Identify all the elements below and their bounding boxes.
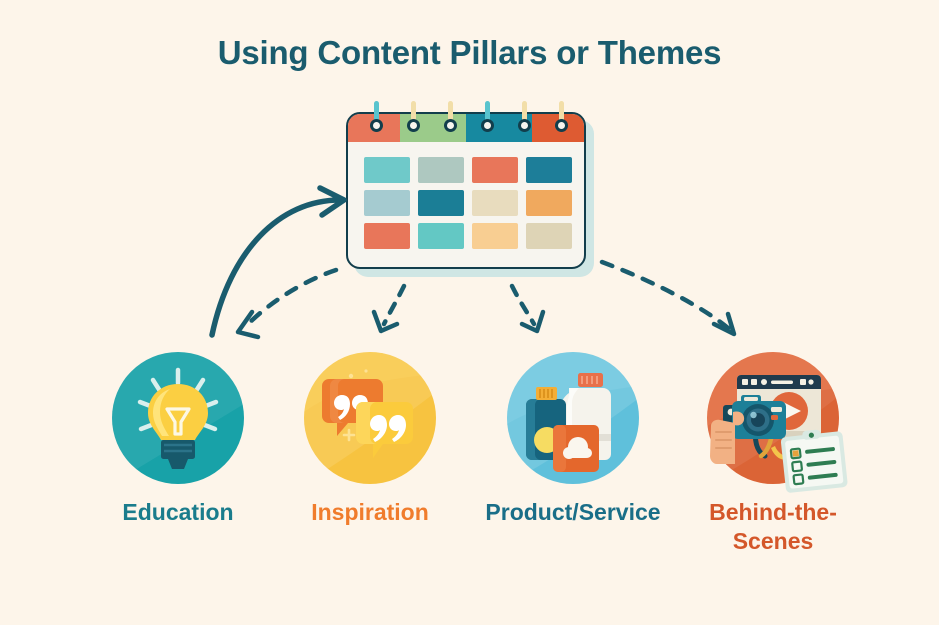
- calendar-cell[interactable]: [526, 157, 572, 183]
- dashed-arrow-to-education: [235, 267, 339, 340]
- calendar-cell[interactable]: [526, 190, 572, 216]
- calendar-cell[interactable]: [364, 190, 410, 216]
- pillar-product-service-circle[interactable]: [507, 352, 639, 484]
- calendar-ring-wire: [559, 101, 564, 125]
- pillar-inspiration-circle[interactable]: [304, 352, 436, 484]
- calendar-grid: [364, 157, 572, 249]
- calendar-cell[interactable]: [418, 190, 464, 216]
- calendar-ring-wire: [411, 101, 416, 125]
- lightbulb-icon: [112, 352, 244, 484]
- checklist-clipboard: [780, 429, 848, 493]
- calendar-ring-hole: [481, 119, 494, 132]
- calendar-cell[interactable]: [364, 223, 410, 249]
- calendar-cell[interactable]: [418, 157, 464, 183]
- product-bottles-icon: [507, 352, 639, 484]
- dashed-arrow-to-product-service: [509, 283, 546, 334]
- pillar-education[interactable]: Education: [88, 352, 268, 527]
- calendar-cell[interactable]: [472, 190, 518, 216]
- calendar-ring-hole: [444, 119, 457, 132]
- calendar-ring-wire: [448, 101, 453, 125]
- pillar-behind-the-scenes-circle[interactable]: [707, 352, 848, 493]
- calendar-cell[interactable]: [472, 223, 518, 249]
- hand: [710, 411, 745, 464]
- calendar-cell[interactable]: [418, 223, 464, 249]
- calendar-ring-hole: [518, 119, 531, 132]
- pillar-inspiration-label: Inspiration: [311, 499, 429, 525]
- solid-curved-arrow-to-calendar: [209, 185, 347, 338]
- calendar-ring-wire: [522, 101, 527, 125]
- pillar-product-service[interactable]: Product/Service: [483, 352, 663, 527]
- pillar-behind-the-scenes-label: Behind-the-Scenes: [709, 499, 837, 555]
- page-title: Using Content Pillars or Themes: [217, 34, 722, 71]
- dashed-arrow-to-behind-the-scenes: [599, 259, 737, 337]
- pillar-education-label: Education: [122, 499, 234, 525]
- dashed-arrow-to-inspiration: [371, 283, 407, 334]
- calendar-ring-wire: [485, 101, 490, 125]
- pillar-education-circle[interactable]: [112, 352, 244, 484]
- calendar-ring-hole: [555, 119, 568, 132]
- calendar-ring-wire: [374, 101, 379, 125]
- calendar-ring-hole: [370, 119, 383, 132]
- calendar-header-band: [348, 114, 584, 142]
- content-calendar: [346, 101, 594, 277]
- pillar-behind-the-scenes[interactable]: Behind-the-Scenes: [683, 352, 863, 557]
- calendar-cell[interactable]: [526, 223, 572, 249]
- camera: [723, 395, 786, 439]
- camera-video-checklist-icon: [707, 352, 848, 493]
- speech-bubbles-quotes-icon: [304, 352, 436, 484]
- calendar-ring-hole: [407, 119, 420, 132]
- pillar-inspiration[interactable]: Inspiration: [280, 352, 460, 527]
- calendar-cell[interactable]: [364, 157, 410, 183]
- pillar-product-service-label: Product/Service: [485, 499, 661, 525]
- calendar-body: [346, 112, 586, 269]
- calendar-cell[interactable]: [472, 157, 518, 183]
